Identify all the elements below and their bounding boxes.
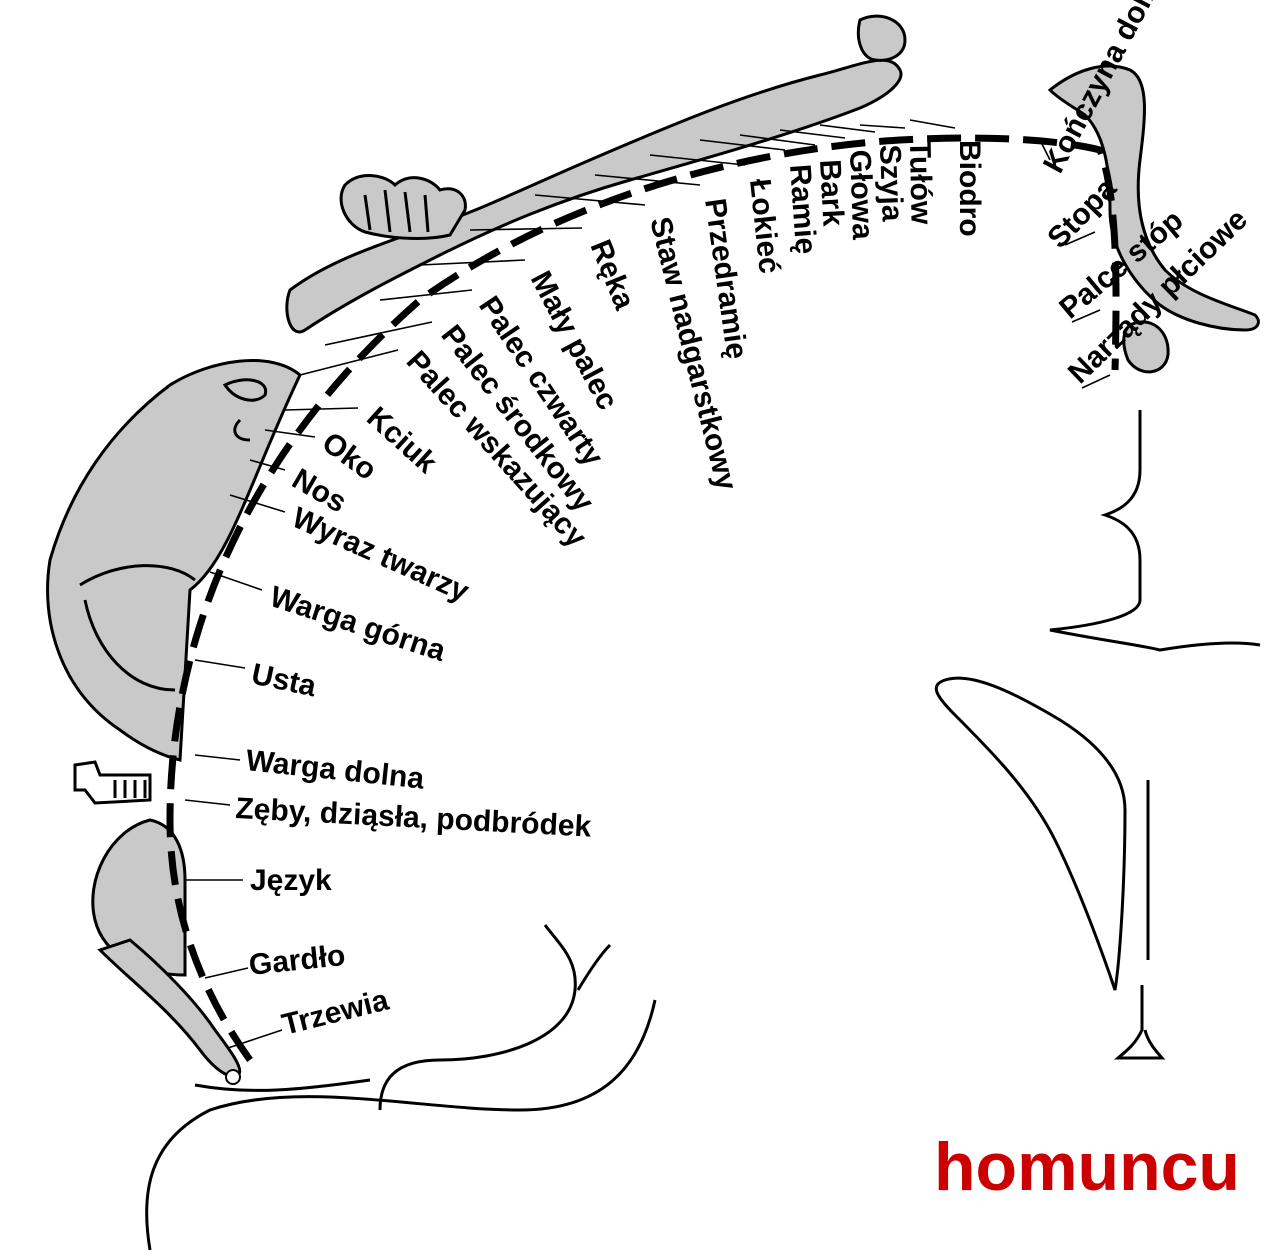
leader-biodro [910,120,955,128]
ventricle [936,678,1125,990]
leader-zeby [185,800,230,805]
label-biodro: Biodro [953,140,986,237]
homunculus-hand [341,176,465,239]
leader-kciuk [285,408,358,410]
label-zeby: Zęby, dziąsła, podbródek [235,792,593,844]
homunculus-jaw [75,762,150,803]
sulcus-lower [380,925,610,1110]
label-jezyk: Język [250,864,332,897]
homunculus-teeth [115,780,145,798]
label-warga-gorna: Warga górna [266,580,450,668]
leader-usta [195,660,245,668]
homunculus-top-head [858,16,905,60]
diagram-title: homuncu [934,1128,1240,1206]
viscera-end [226,1070,240,1084]
leader-palec-czwarty [380,290,472,300]
leader-tulow [860,125,905,128]
label-usta: Usta [249,658,320,704]
label-reka: Ręka [584,235,642,314]
label-lokiec: Łokieć [743,177,786,275]
label-gardlo: Gardło [247,939,347,982]
homunculus-face [48,361,300,760]
label-warga-dolna: Warga dolna [244,744,426,796]
label-trzewia: Trzewia [279,983,392,1041]
brain-lower-wall [195,1080,370,1090]
label-tulow: Tułów [903,140,937,226]
leader-gardlo [205,968,248,978]
leader-warga-dolna [195,755,240,760]
brain-lower-contour [147,1000,655,1250]
midline-bracket [1050,410,1260,650]
